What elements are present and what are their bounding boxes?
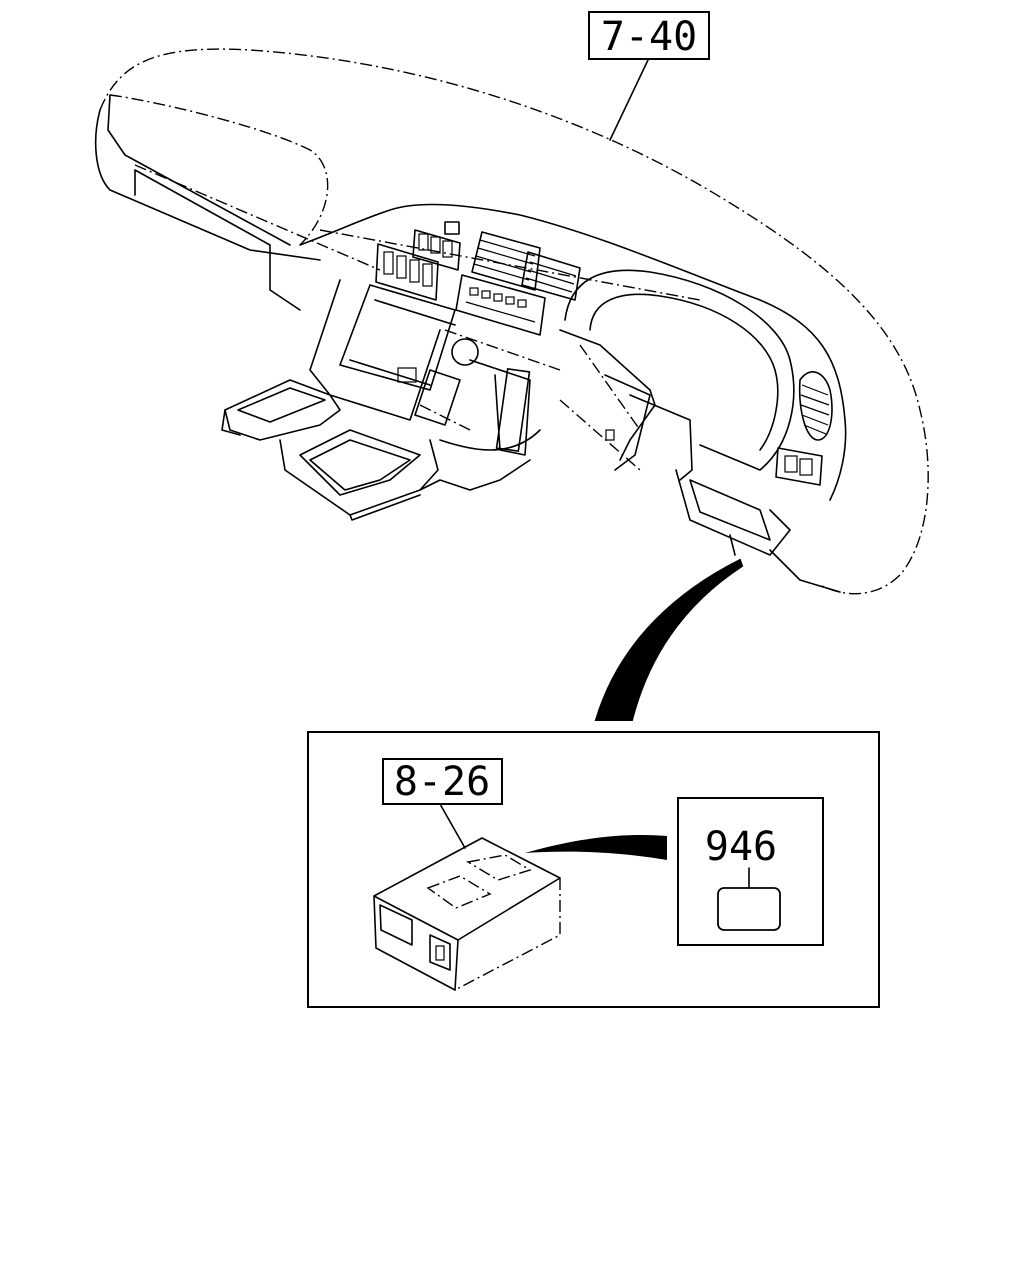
- module-ref-box: [382, 758, 503, 805]
- dashboard-ref-box: [588, 11, 710, 60]
- part-number-label: 946: [705, 824, 777, 870]
- dashboard-assembly: [94, 48, 929, 595]
- part-connector-icon: [717, 887, 781, 931]
- module-leader-line: [439, 803, 466, 849]
- module-ref-label: 8-26: [394, 759, 490, 805]
- part-swoosh-arrow: [525, 834, 667, 860]
- dashboard-ref-label: 7-40: [601, 14, 697, 60]
- control-module-illustration: [373, 837, 561, 991]
- dashboard-leader-line: [609, 59, 649, 141]
- detail-swoosh-arrow: [594, 558, 744, 721]
